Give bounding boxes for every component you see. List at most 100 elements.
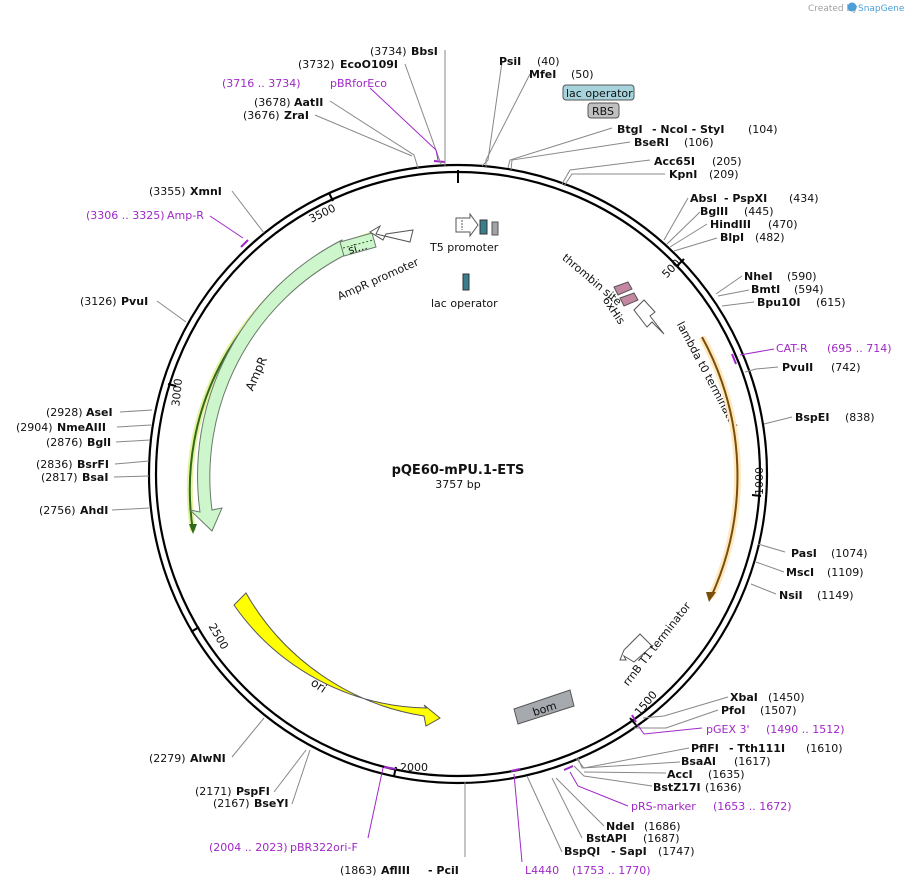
- ampr-promoter-feature[interactable]: [369, 224, 414, 243]
- site-bgli-name[interactable]: BglI: [87, 436, 111, 449]
- ampr-label: AmpR: [243, 354, 270, 392]
- site-afliii-extra[interactable]: - PciI: [428, 864, 459, 877]
- site-nhei-name[interactable]: NheI: [744, 270, 773, 283]
- site-bsrfi-name[interactable]: BsrFI: [77, 458, 109, 471]
- site-kpni-name[interactable]: KpnI: [669, 168, 697, 181]
- site-nsii-pos: (1149): [817, 589, 854, 602]
- site-bglii-pos: (445): [744, 205, 774, 218]
- site-bgli-pos: (2876): [46, 436, 83, 449]
- site-xmni-name[interactable]: XmnI: [190, 185, 222, 198]
- site-bseyi-pos: (2167): [213, 797, 250, 810]
- thrombin-site-feature[interactable]: [613, 281, 633, 296]
- site-psii-pos: (40): [537, 55, 560, 68]
- site-bsai-name[interactable]: BsaI: [82, 471, 108, 484]
- t5-promoter-label: T5 promoter: [429, 241, 499, 254]
- primer-pbr322ori-name[interactable]: pBR322ori-F: [290, 841, 358, 854]
- signal-label: si...: [347, 239, 369, 257]
- site-ecoo109i-name[interactable]: EcoO109I: [340, 58, 398, 71]
- site-pasi-name[interactable]: PasI: [791, 547, 817, 560]
- rbs-box-label: RBS: [592, 105, 614, 118]
- site-bsaai-name[interactable]: BsaAI: [681, 755, 716, 768]
- site-absi-extra[interactable]: - PspXI: [724, 192, 767, 205]
- ampr-promoter-label: AmpR promoter: [335, 255, 421, 303]
- plasmid-length: 3757 bp: [435, 478, 480, 491]
- site-absi-name[interactable]: AbsI: [690, 192, 717, 205]
- t5-lac-operator-mark[interactable]: [479, 219, 488, 235]
- site-nmeaiii-name[interactable]: NmeAIII: [57, 421, 106, 434]
- site-bseri-name[interactable]: BseRI: [634, 136, 669, 149]
- lac-operator-box-label: lac operator: [566, 87, 633, 100]
- his-tag-feature[interactable]: [619, 292, 639, 307]
- lac-operator-feature[interactable]: [462, 273, 470, 291]
- t5-promoter-feature[interactable]: [455, 212, 479, 238]
- site-hindiii-pos: (470): [768, 218, 798, 231]
- site-bstz17i-name[interactable]: BstZ17I: [653, 781, 701, 794]
- site-mfei-name[interactable]: MfeI: [529, 68, 556, 81]
- site-blpi-name[interactable]: BlpI: [720, 231, 744, 244]
- primer-pgex3-name[interactable]: pGEX 3': [706, 723, 750, 736]
- site-nmeaiii-pos: (2904): [16, 421, 53, 434]
- site-bpu10i-name[interactable]: Bpu10I: [757, 296, 801, 309]
- site-acci-pos: (1635): [708, 768, 745, 781]
- site-acc65i-pos: (205): [712, 155, 742, 168]
- tick-label-2000: 2000: [400, 761, 428, 774]
- site-pspfi-name[interactable]: PspFI: [236, 785, 270, 798]
- site-btgi-name[interactable]: BtgI: [617, 123, 643, 136]
- rrnb-t1-feature[interactable]: [619, 633, 653, 663]
- site-alwni-name[interactable]: AlwNI: [190, 752, 226, 765]
- site-pvui-name[interactable]: PvuI: [121, 295, 148, 308]
- primer-prs-marker-name[interactable]: pRS-marker: [631, 800, 696, 813]
- site-bspqi-name[interactable]: BspQI: [564, 845, 600, 858]
- site-zrai-name[interactable]: ZraI: [284, 109, 309, 122]
- site-bglii-name[interactable]: BglII: [700, 205, 728, 218]
- site-pfoi-name[interactable]: PfoI: [721, 704, 746, 717]
- left-labels: (3734) BbsI (3732) EcoO109I (3716 .. 373…: [16, 45, 459, 877]
- site-pvuii-name[interactable]: PvuII: [782, 361, 813, 374]
- primer-pbr322ori-range: (2004 .. 2023): [209, 841, 288, 854]
- site-aatii-pos: (3678): [254, 96, 291, 109]
- site-ahdi-name[interactable]: AhdI: [80, 504, 108, 517]
- site-aatii-name[interactable]: AatII: [294, 96, 323, 109]
- site-msci-name[interactable]: MscI: [786, 566, 814, 579]
- primer-l4440-name[interactable]: L4440: [525, 864, 559, 877]
- site-alwni-pos: (2279): [149, 752, 186, 765]
- site-psii-name[interactable]: PsiI: [499, 55, 521, 68]
- site-bstapi-name[interactable]: BstAPI: [586, 832, 627, 845]
- site-afliii-name[interactable]: AflIII: [381, 864, 410, 877]
- site-bmti-name[interactable]: BmtI: [751, 283, 780, 296]
- site-bspei-name[interactable]: BspEI: [795, 411, 829, 424]
- site-ndei-name[interactable]: NdeI: [606, 820, 635, 833]
- primer-ampr-name[interactable]: Amp-R: [167, 209, 204, 222]
- ampr-feature-arrow[interactable]: [188, 239, 346, 532]
- site-bbsi-pos: (3734): [370, 45, 407, 58]
- site-bbsi-name[interactable]: BbsI: [411, 45, 438, 58]
- primer-cat-r-range: (695 .. 714): [827, 342, 892, 355]
- site-afliii-pos: (1863): [340, 864, 377, 877]
- site-acc65i-name[interactable]: Acc65I: [654, 155, 695, 168]
- rbs-mark[interactable]: [491, 221, 499, 236]
- site-zrai-pos: (3676): [243, 109, 280, 122]
- rbs-box[interactable]: [587, 102, 620, 119]
- ori-feature[interactable]: [233, 592, 441, 727]
- lac-operator-box[interactable]: [562, 84, 635, 101]
- primer-pbrforeco-name[interactable]: pBRforEco: [330, 77, 387, 90]
- primer-cat-r-name[interactable]: CAT-R: [776, 342, 808, 355]
- site-bspqi-extra[interactable]: - SapI: [611, 845, 647, 858]
- site-xbai-name[interactable]: XbaI: [730, 691, 758, 704]
- site-bsrfi-pos: (2836): [36, 458, 73, 471]
- site-acci-name[interactable]: AccI: [667, 768, 693, 781]
- site-bstz17i-pos: (1636): [705, 781, 742, 794]
- site-nsii-name[interactable]: NsiI: [779, 589, 803, 602]
- site-bseyi-name[interactable]: BseYI: [254, 797, 288, 810]
- site-hindiii-name[interactable]: HindIII: [710, 218, 751, 231]
- site-pflfi-extra[interactable]: - Tth111I: [729, 742, 785, 755]
- site-mfei-pos: (50): [571, 68, 594, 81]
- site-asei-name[interactable]: AseI: [86, 406, 113, 419]
- site-pflfi-name[interactable]: PflFI: [691, 742, 719, 755]
- lambda-t0-feature[interactable]: [633, 299, 665, 335]
- site-bmti-pos: (594): [794, 283, 824, 296]
- bom-feature[interactable]: [513, 689, 575, 725]
- site-btgi-extra[interactable]: - NcoI - StyI: [652, 123, 724, 136]
- signal-sequence-feature[interactable]: [339, 232, 377, 257]
